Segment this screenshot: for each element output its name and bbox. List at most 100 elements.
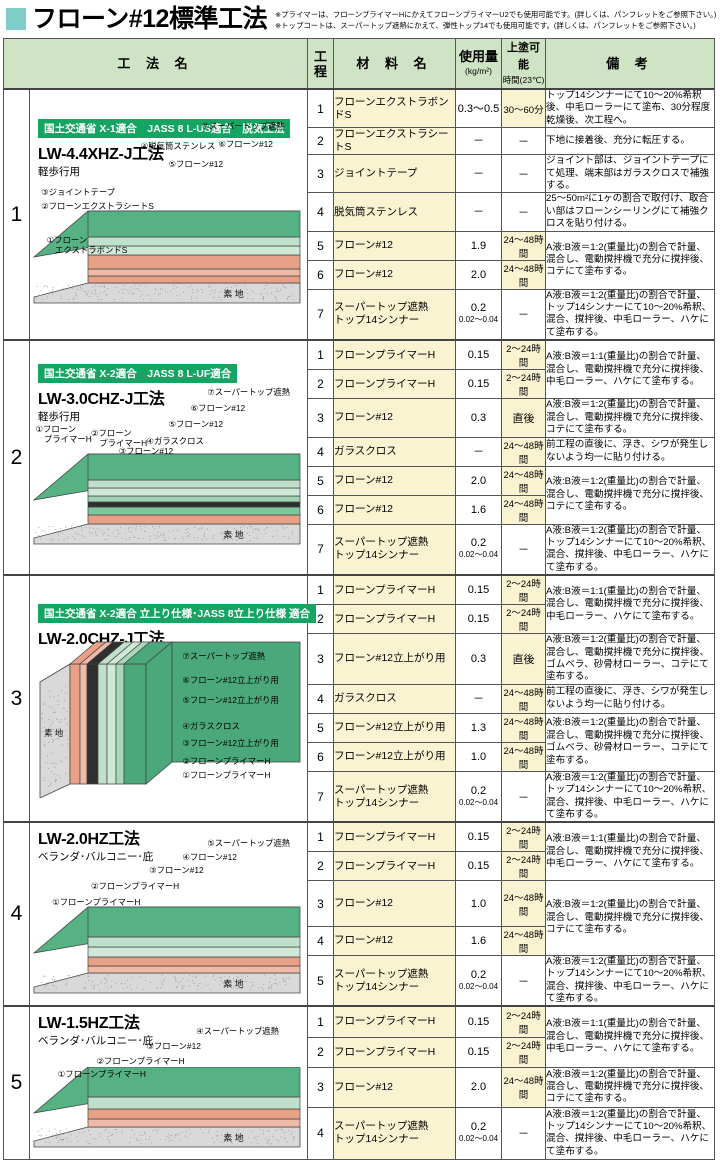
process-number: 1 xyxy=(308,340,334,370)
process-number: 2 xyxy=(308,370,334,399)
material-name: フローンプライマーH xyxy=(334,605,456,634)
usage-amount: 0.15 xyxy=(456,605,502,634)
diagram-layer-label: ⑤フローン#12 xyxy=(169,159,224,169)
remarks: A液:B液＝1:2(重量比)の割合で計量、混合し、電動撹拌機で充分に撹拌後、コテ… xyxy=(546,1067,715,1107)
process-number: 1 xyxy=(308,89,334,128)
material-name: フローン#12 xyxy=(334,466,456,495)
recoat-time: － xyxy=(502,289,546,340)
usage-amount: 2.0 xyxy=(456,466,502,495)
recoat-time: 直後 xyxy=(502,634,546,685)
recoat-time: － xyxy=(502,524,546,575)
diagram-layer-label: ⑦スーパートップ遮熱 xyxy=(202,121,285,131)
material-name: フローンプライマーH xyxy=(334,822,456,852)
layer-diagram: 素 地 xyxy=(30,1067,307,1159)
usage-amount: 0.3～0.5 xyxy=(456,89,502,128)
usage-amount: 2.0 xyxy=(456,1067,502,1107)
usage-amount: 2.0 xyxy=(456,260,502,289)
material-name: スーパートップ遮熱トップ14シンナー xyxy=(334,289,456,340)
usage-amount: 1.9 xyxy=(456,231,502,260)
usage-amount: 1.3 xyxy=(456,713,502,742)
spec-table: 工 法 名 工程 材 料 名 使用量 (kg/m²) 上塗可能 時間(23℃) … xyxy=(3,38,715,1160)
usage-amount: － xyxy=(456,193,502,231)
table-row: 2国土交通省 X-2適合 JASS 8 L-UF適合LW-3.0CHZ-J工法軽… xyxy=(4,340,715,370)
diagram-layer-label: ⑤フローン#12立上がり用 xyxy=(182,695,278,705)
recoat-time: 2～24時間 xyxy=(502,340,546,370)
diagram-layer-label: ③フローン#12 xyxy=(149,865,204,875)
recoat-time: 2～24時間 xyxy=(502,852,546,881)
diagram-layer-label: ④脱気筒ステンレス xyxy=(141,141,216,151)
recoat-time: － xyxy=(502,128,546,155)
remarks: 25～50m²に1ヶの割合で取付け、取合い部はフローンシーリングにて補強クロスを… xyxy=(546,193,715,231)
usage-amount: 0.20.02～0.04 xyxy=(456,771,502,822)
material-name: スーパートップ遮熱トップ14シンナー xyxy=(334,955,456,1006)
recoat-time: － xyxy=(502,155,546,193)
remarks: A液:B液＝1:2(重量比)の割合で計量、混合し、電動撹拌機で充分に撹拌後、ゴム… xyxy=(546,634,715,685)
process-number: 5 xyxy=(308,955,334,1006)
material-name: フローンエクストラシートS xyxy=(334,128,456,155)
process-number: 6 xyxy=(308,742,334,771)
material-name: スーパートップ遮熱トップ14シンナー xyxy=(334,1107,456,1160)
diagram-layer-label: ②フローンエクストラシートS xyxy=(41,201,154,211)
title-notes: ※プライマーは、フローンプライマーHにかえてフローンプライマーU2でも使用可能で… xyxy=(275,9,716,31)
process-number: 3 xyxy=(308,881,334,926)
diagram-layer-label: ②フローンプライマーH xyxy=(182,756,270,766)
process-number: 3 xyxy=(308,1067,334,1107)
usage-amount: 1.6 xyxy=(456,495,502,524)
remarks: 前工程の直後に、浮き、シワが発生しないよう均一に貼り付ける。 xyxy=(546,437,715,466)
diagram-layer-label: ④ガラスクロス xyxy=(182,721,240,731)
material-name: フローンプライマーH xyxy=(334,340,456,370)
svg-text:素 地: 素 地 xyxy=(223,978,244,989)
material-name: ガラスクロス xyxy=(334,684,456,713)
usage-amount: － xyxy=(456,128,502,155)
col-header-remarks: 備 考 xyxy=(546,39,715,90)
usage-amount: 0.20.02～0.04 xyxy=(456,289,502,340)
table-header-row: 工 法 名 工程 材 料 名 使用量 (kg/m²) 上塗可能 時間(23℃) … xyxy=(4,39,715,90)
recoat-time: 24～48時間 xyxy=(502,437,546,466)
process-number: 7 xyxy=(308,771,334,822)
col-header-time: 上塗可能 時間(23℃) xyxy=(502,39,546,90)
usage-amount: 0.15 xyxy=(456,1037,502,1067)
remarks: A液:B液＝1:2(重量比)の割合で計量、トップ14シンナーにて10～20%希釈… xyxy=(546,771,715,822)
process-number: 1 xyxy=(308,1006,334,1037)
usage-amount: 1.6 xyxy=(456,926,502,955)
col-header-method: 工 法 名 xyxy=(4,39,308,90)
recoat-time: 2～24時間 xyxy=(502,575,546,605)
usage-amount-sub: 0.02～0.04 xyxy=(456,549,501,561)
table-row: 4LW-2.0HZ工法ベランダ･バルコニー･庇素 地①フローンプライマーH②フロ… xyxy=(4,822,715,852)
material-name: フローンエクストラボンドS xyxy=(334,89,456,128)
remarks: A液:B液＝1:2(重量比)の割合で計量、混合し、電動撹拌機で充分に撹拌後、コテ… xyxy=(546,399,715,437)
diagram-layer-label: ⑤スーパートップ遮熱 xyxy=(207,838,290,848)
recoat-time: 30～60分 xyxy=(502,89,546,128)
section-number: 1 xyxy=(4,89,30,340)
diagram-layer-label: ③ジョイントテープ xyxy=(41,187,115,197)
material-name: フローンプライマーH xyxy=(334,1006,456,1037)
method-diagram-cell: LW-2.0HZ工法ベランダ･バルコニー･庇素 地①フローンプライマーH②フロー… xyxy=(30,822,308,1006)
process-number: 2 xyxy=(308,1037,334,1067)
process-number: 3 xyxy=(308,155,334,193)
process-number: 6 xyxy=(308,495,334,524)
remarks: A液:B液＝1:1(重量比)の割合で計量、混合し、電動撹拌機で充分に撹拌後、中毛… xyxy=(546,822,715,881)
usage-amount-sub: 0.02～0.04 xyxy=(456,981,501,993)
recoat-time: 24～48時間 xyxy=(502,466,546,495)
diagram-layer-label: ③フローン#12 xyxy=(146,1041,201,1051)
diagram-layer-label: ④スーパートップ遮熱 xyxy=(196,1026,279,1036)
col-header-process: 工程 xyxy=(308,39,334,90)
section-number: 4 xyxy=(4,822,30,1006)
recoat-time: 2～24時間 xyxy=(502,605,546,634)
usage-amount-sub: 0.02～0.04 xyxy=(456,314,501,326)
material-name: フローン#12 xyxy=(334,231,456,260)
recoat-time: 24～48時間 xyxy=(502,231,546,260)
remarks: 下地に接着後、充分に転圧する。 xyxy=(546,128,715,155)
recoat-time: 2～24時間 xyxy=(502,370,546,399)
diagram-layer-label: ③フローン#12 xyxy=(119,446,174,456)
usage-amount: 1.0 xyxy=(456,881,502,926)
svg-text:素 地: 素 地 xyxy=(44,728,64,738)
material-name: フローン#12 xyxy=(334,881,456,926)
section-number: 2 xyxy=(4,340,30,575)
title-note-1: ※プライマーは、フローンプライマーHにかえてフローンプライマーU2でも使用可能で… xyxy=(275,9,716,20)
material-name: フローン#12立上がり用 xyxy=(334,634,456,685)
remarks: A液:B液＝1:2(重量比)の割合で計量、混合し、電動撹拌機で充分に撹拌後、コテ… xyxy=(546,231,715,289)
material-name: ジョイントテープ xyxy=(334,155,456,193)
material-name: フローン#12 xyxy=(334,399,456,437)
material-name: フローン#12 xyxy=(334,260,456,289)
